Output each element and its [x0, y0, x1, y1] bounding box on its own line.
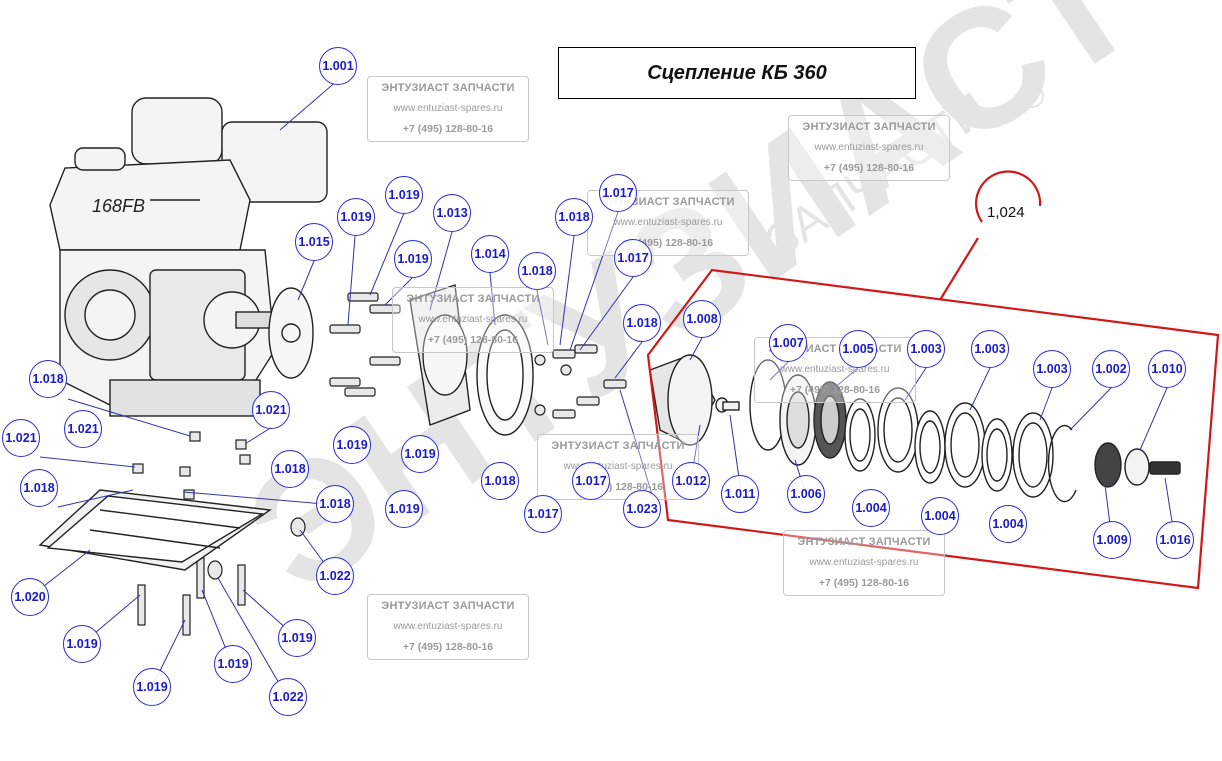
watermark-phone: +7 (495) 128-80-16 [789, 384, 881, 396]
part-callout[interactable]: 1.018 [481, 462, 519, 500]
flange-parts [268, 284, 534, 436]
watermark-box: ЭНТУЗИАСТ ЗАПЧАСТИ www.entuziast-spares.… [367, 76, 529, 142]
watermark-url: www.entuziast-spares.ru [814, 142, 924, 153]
svg-text:168FB: 168FB [92, 196, 145, 216]
watermark-url: www.entuziast-spares.ru [613, 217, 723, 228]
part-callout[interactable]: 1.019 [63, 625, 101, 663]
part-callout[interactable]: 1.019 [337, 198, 375, 236]
clutch-parts [649, 354, 1181, 503]
watermark-url: www.entuziast-spares.ru [393, 621, 503, 632]
engine-drawing: 168FB [49, 97, 328, 417]
part-callout[interactable]: 1.003 [1033, 350, 1071, 388]
part-callout[interactable]: 1.017 [599, 174, 637, 212]
part-callout[interactable]: 1.012 [672, 462, 710, 500]
part-callout[interactable]: 1.019 [333, 426, 371, 464]
watermark-url: www.entuziast-spares.ru [563, 461, 673, 472]
assembly-reference-label: 1,024 [987, 204, 1025, 221]
part-callout[interactable]: 1.020 [11, 578, 49, 616]
part-callout[interactable]: 1.001 [319, 47, 357, 85]
watermark-phone: +7 (495) 128-80-16 [402, 641, 494, 653]
part-callout[interactable]: 1.018 [623, 304, 661, 342]
part-callout[interactable]: 1.006 [787, 475, 825, 513]
part-callout[interactable]: 1.017 [524, 495, 562, 533]
watermark-url: www.entuziast-spares.ru [780, 364, 890, 375]
part-callout[interactable]: 1.004 [921, 497, 959, 535]
part-callout[interactable]: 1.019 [385, 176, 423, 214]
watermark-company: ЭНТУЗИАСТ ЗАПЧАСТИ [797, 536, 931, 548]
watermark-url: www.entuziast-spares.ru [418, 314, 528, 325]
part-callout[interactable]: 1.023 [623, 490, 661, 528]
part-callout[interactable]: 1.018 [555, 198, 593, 236]
part-callout[interactable]: 1.018 [518, 252, 556, 290]
part-callout[interactable]: 1.004 [989, 505, 1027, 543]
diagram-title: Сцепление КБ 360 [647, 61, 827, 84]
watermark-company: ЭНТУЗИАСТ ЗАПЧАСТИ [381, 82, 515, 94]
watermark-phone: +7 (495) 128-80-16 [622, 237, 714, 249]
part-callout[interactable]: 1.019 [385, 490, 423, 528]
part-callout[interactable]: 1.007 [769, 324, 807, 362]
part-callout[interactable]: 1.019 [278, 619, 316, 657]
part-callout[interactable]: 1.009 [1093, 521, 1131, 559]
part-callout[interactable]: 1.017 [614, 239, 652, 277]
watermark-box: ЭНТУЗИАСТ ЗАПЧАСТИ www.entuziast-spares.… [367, 594, 529, 660]
watermark-company: ЭНТУЗИАСТ ЗАПЧАСТИ [406, 293, 540, 305]
part-callout[interactable]: 1.018 [271, 450, 309, 488]
part-callout[interactable]: 1.018 [20, 469, 58, 507]
part-callout[interactable]: 1.002 [1092, 350, 1130, 388]
part-callout[interactable]: 1.019 [133, 668, 171, 706]
part-callout[interactable]: 1.021 [64, 410, 102, 448]
part-callout[interactable]: 1.022 [269, 678, 307, 716]
diagram-title-box: Сцепление КБ 360 [558, 47, 916, 99]
frame-drawing [38, 489, 272, 571]
part-callout[interactable]: 1.016 [1156, 521, 1194, 559]
part-callout[interactable]: 1.008 [683, 300, 721, 338]
fasteners [132, 292, 627, 636]
part-callout[interactable]: 1.013 [433, 194, 471, 232]
watermark-box: ЭНТУЗИАСТ ЗАПЧАСТИ www.entuziast-spares.… [788, 115, 950, 181]
watermark-box: ЭНТУЗИАСТ ЗАПЧАСТИ www.entuziast-spares.… [783, 530, 945, 596]
watermark-phone: +7 (495) 128-80-16 [402, 123, 494, 135]
part-callout[interactable]: 1.017 [572, 462, 610, 500]
part-callout[interactable]: 1.019 [214, 645, 252, 683]
watermark-company: ЭНТУЗИАСТ ЗАПЧАСТИ [802, 121, 936, 133]
watermark-phone: +7 (495) 128-80-16 [427, 334, 519, 346]
part-callout[interactable]: 1.014 [471, 235, 509, 273]
watermark-box: ЭНТУЗИАСТ ЗАПЧАСТИ www.entuziast-spares.… [392, 287, 554, 353]
part-callout[interactable]: 1.019 [401, 435, 439, 473]
part-callout[interactable]: 1.004 [852, 489, 890, 527]
part-callout[interactable]: 1.019 [394, 240, 432, 278]
part-callout[interactable]: 1.003 [907, 330, 945, 368]
watermark-url: www.entuziast-spares.ru [809, 557, 919, 568]
leader-lines [29, 79, 1176, 698]
part-callout[interactable]: 1.003 [971, 330, 1009, 368]
part-callout[interactable]: 1.021 [252, 391, 290, 429]
part-callout[interactable]: 1.021 [2, 419, 40, 457]
part-callout[interactable]: 1.010 [1148, 350, 1186, 388]
part-callout[interactable]: 1.022 [316, 557, 354, 595]
part-callout[interactable]: 1.015 [295, 223, 333, 261]
part-callout[interactable]: 1.018 [316, 485, 354, 523]
part-callout[interactable]: 1.011 [721, 475, 759, 513]
watermark-url: www.entuziast-spares.ru [393, 103, 503, 114]
watermark-phone: +7 (495) 128-80-16 [818, 577, 910, 589]
part-callout[interactable]: 1.005 [839, 330, 877, 368]
watermark-phone: +7 (495) 128-80-16 [823, 162, 915, 174]
watermark-company: ЭНТУЗИАСТ ЗАПЧАСТИ [551, 440, 685, 452]
clutch-assembly-highlight [646, 170, 1220, 590]
watermark-company: ЭНТУЗИАСТ ЗАПЧАСТИ [381, 600, 515, 612]
part-callout[interactable]: 1.018 [29, 360, 67, 398]
